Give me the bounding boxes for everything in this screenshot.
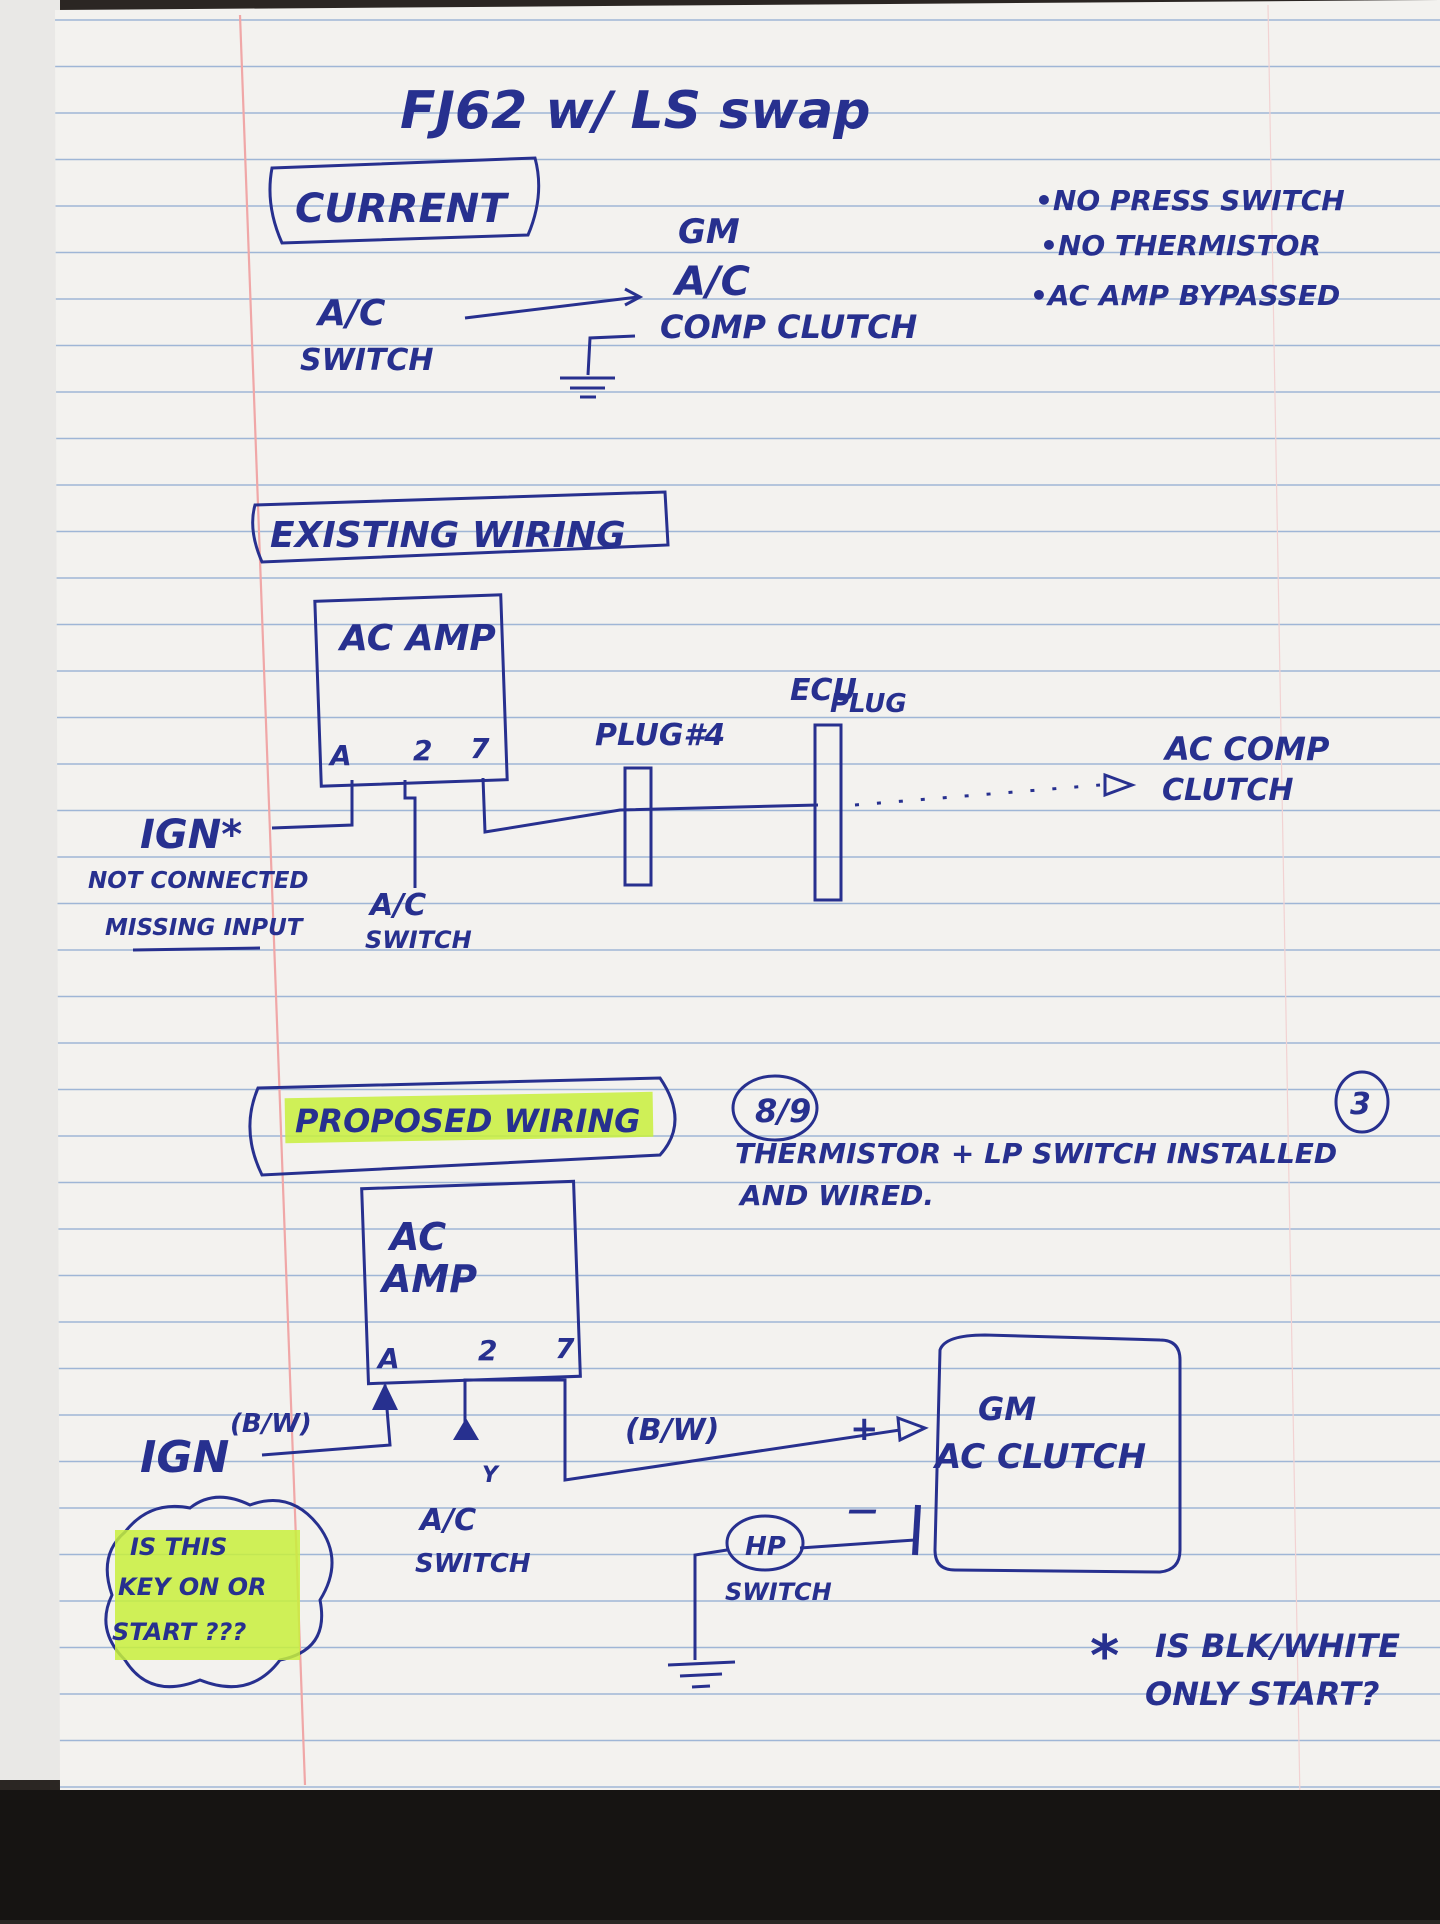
ecu-label-2: PLUG [830, 689, 907, 719]
proposed-pin-a: A [376, 1342, 400, 1375]
proposed-wire-mark: Y [482, 1463, 500, 1488]
proposed-ign-arrow [372, 1383, 398, 1410]
footnote-star: * [1090, 1624, 1119, 1689]
page-edge-left [0, 0, 60, 1780]
hp-switch-circle [725, 1514, 805, 1572]
proposed-circled-number: 3 [1350, 1087, 1371, 1122]
number-circle [1334, 1070, 1390, 1134]
existing-ign-note-1: NOT CONNECTED [88, 868, 309, 894]
existing-amp-label: AC AMP [337, 618, 496, 659]
existing-pin-7: 7 [470, 732, 490, 765]
existing-amp-box [313, 593, 509, 788]
proposed-section: PROPOSED WIRING 8/9 3 THERMISTOR + LP SW… [104, 1070, 1400, 1713]
question-highlight [115, 1530, 300, 1660]
current-ac-switch-line2: SWITCH [300, 343, 433, 378]
footnote-line-1: IS BLK/WHITE [1155, 1627, 1400, 1665]
proposed-note-1: THERMISTOR + LP SWITCH INSTALLED [735, 1137, 1337, 1170]
proposed-hp-wire-right [799, 1538, 916, 1550]
current-gm: GM [678, 212, 740, 252]
existing-pin-2: 2 [413, 734, 432, 767]
ecu-label-1: ECU [790, 673, 857, 708]
right-margin-line [1267, 4, 1301, 1801]
proposed-ground-3 [691, 1684, 711, 1689]
question-cloud [104, 1495, 334, 1689]
existing-heading: EXISTING WIRING [270, 515, 626, 556]
proposed-clutch-2: AC CLUTCH [932, 1437, 1146, 1477]
current-section: CURRENT A/C SWITCH GM A/C COMP CLUTCH •N… [268, 156, 1345, 399]
existing-ign-label: IGN* [140, 812, 242, 858]
proposed-out-arrow [896, 1415, 929, 1443]
existing-ac-switch-2: SWITCH [365, 926, 472, 954]
current-ac-switch-line1: A/C [315, 293, 386, 334]
proposed-ground-wire [693, 1548, 728, 1660]
gm-ac-clutch-box [933, 1333, 1182, 1574]
existing-ign-wire [271, 780, 354, 830]
proposed-pin-7: 7 [555, 1332, 575, 1365]
plug4-label: PLUG#4 [595, 718, 725, 753]
proposed-minus: — [848, 1493, 878, 1528]
proposed-ground-1 [667, 1660, 736, 1667]
margin-line [238, 14, 307, 1786]
proposed-heading: PROPOSED WIRING [295, 1102, 640, 1140]
proposed-plus: + [850, 1409, 879, 1449]
existing-section: EXISTING WIRING AC AMP A 2 7 PLUG#4 ECU … [88, 490, 1330, 954]
current-arrowhead [624, 287, 644, 307]
proposed-out-wire-label: (B/W) [625, 1413, 719, 1448]
question-line-2: KEY ON OR [118, 1573, 266, 1601]
proposed-ign-label: IGN [140, 1432, 229, 1483]
proposed-hp-label: HP [745, 1532, 786, 1562]
current-ac: A/C [672, 259, 750, 305]
current-ground-wire [586, 334, 636, 376]
existing-comp-label-2: CLUTCH [1162, 773, 1293, 808]
proposed-note-2: AND WIRED. [738, 1179, 934, 1212]
proposed-hp-switch: SWITCH [725, 1578, 832, 1606]
shadow-bottom [0, 1790, 1440, 1920]
existing-ign-note-2: MISSING INPUT [105, 915, 305, 941]
existing-comp-label-1: AC COMP [1162, 730, 1330, 768]
proposed-ign-wire-label: (B/W) [230, 1409, 312, 1439]
existing-ign-underline [132, 946, 261, 952]
current-note-3: •AC AMP BYPASSED [1030, 279, 1340, 312]
proposed-heading-highlight [284, 1091, 654, 1144]
existing-heading-box [251, 490, 670, 564]
ecu-plug-connector [813, 723, 843, 902]
clutch-neg-terminal [912, 1504, 921, 1556]
plug4-connector [623, 766, 653, 887]
proposed-clutch-1: GM [978, 1390, 1036, 1428]
question-line-1: IS THIS [130, 1533, 227, 1561]
proposed-amp-label-1: AC [387, 1215, 446, 1259]
date-circle [731, 1074, 819, 1142]
existing-pin-a: A [328, 739, 352, 772]
proposed-ground-2 [679, 1672, 723, 1678]
ruled-lines [55, 0, 1440, 1815]
current-switch-wire [464, 295, 639, 320]
proposed-pin-2: 2 [478, 1334, 497, 1367]
existing-ac-switch-1: A/C [368, 888, 426, 923]
proposed-ac-switch-2: SWITCH [415, 1549, 531, 1579]
proposed-switch-arrow [453, 1418, 479, 1440]
proposed-ac-switch-1: A/C [418, 1503, 476, 1538]
current-note-2: •NO THERMISTOR [1040, 229, 1321, 262]
current-heading: CURRENT [295, 186, 509, 232]
footnote-line-2: ONLY START? [1145, 1675, 1379, 1713]
existing-out-wire [481, 777, 819, 834]
current-note-1: •NO PRESS SWITCH [1035, 184, 1345, 217]
proposed-heading-box [248, 1076, 677, 1177]
current-comp-clutch: COMP CLUTCH [660, 308, 918, 346]
current-heading-box [268, 156, 541, 245]
page-title: FJ62 w/ LS swap [400, 81, 870, 141]
proposed-amp-label-2: AMP [379, 1257, 477, 1301]
proposed-out-wire [563, 1428, 901, 1482]
proposed-date: 8/9 [755, 1092, 811, 1130]
existing-switch-wire [403, 780, 417, 888]
question-line-3: START ??? [112, 1618, 246, 1646]
existing-dotted-arrow [1103, 772, 1137, 798]
proposed-switch-wire [463, 1378, 567, 1465]
